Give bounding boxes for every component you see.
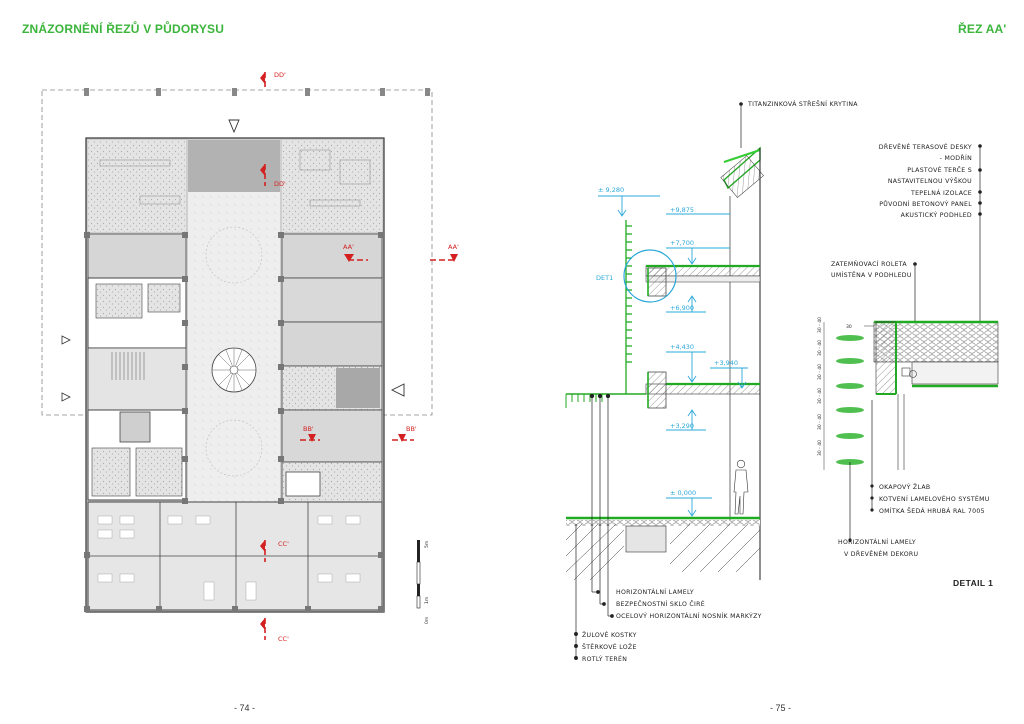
level-0000: ± 0,000	[670, 489, 696, 497]
section-mark-bb-right: BB'	[406, 425, 417, 433]
lamella-dim-6: 30 - 40	[817, 440, 823, 456]
roof-label: TITANZINKOVÁ STŘEŠNÍ KRYTINA	[747, 99, 858, 108]
right-page-title: ŘEZ AA'	[958, 22, 1007, 36]
level-6900: +6,900	[670, 304, 694, 312]
level-3940: +3,940	[714, 359, 738, 367]
section-mark-aa-left: AA'	[343, 243, 354, 251]
label-thermal-insulation: TEPELNÁ IZOLACE	[910, 188, 972, 197]
level-4430: +4,430	[670, 343, 694, 351]
label-granite-cubes: ŽULOVÉ KOSTKY	[582, 630, 637, 639]
scale-bar: 0m 1m 5m	[416, 540, 430, 624]
label-terrace-boards: DŘEVĚNÉ TERASOVÉ DESKY	[879, 142, 972, 151]
floor-plan: DD' DD' AA' AA' BB' BB' CC' CC' 0m 1m 5m	[41, 71, 459, 643]
lamella-dim-2: 30 - 40	[817, 340, 823, 356]
label-lamella-anchoring: KOTVENÍ LAMELOVÉHO SYSTÉMU	[879, 494, 990, 503]
label-blind: ZATEMŇOVACÍ ROLETA	[831, 259, 907, 268]
section-drawing: TITANZINKOVÁ STŘEŠNÍ KRYTINA	[565, 99, 999, 663]
label-gutter: OKAPOVÝ ŽLAB	[879, 482, 930, 491]
section-mark-dd-mid: DD'	[274, 180, 286, 188]
section-mark-cc-bottom: CC'	[278, 635, 289, 643]
lamella-dim-1: 30 - 40	[817, 317, 823, 333]
scale-label-5m: 5m	[424, 541, 430, 548]
lamella-dim-5: 30 - 40	[817, 414, 823, 430]
label-render-ral: OMÍTKA ŠEDÁ HRUBÁ RAL 7005	[879, 506, 985, 515]
level-9875: +9,875	[670, 206, 694, 214]
label-plastic-pads: PLASTOVÉ TERČE S	[907, 165, 972, 174]
label-safety-glass: BEZPEČNOSTNÍ SKLO ČIRÉ	[616, 599, 705, 608]
label-blind-location: UMÍSTĚNA V PODHLEDU	[831, 270, 912, 279]
level-9280: ± 9,280	[598, 186, 624, 194]
label-lamellas-wood: HORIZONTÁLNÍ LAMELY	[838, 537, 916, 546]
section-mark-bb-left: BB'	[303, 425, 314, 433]
label-horizontal-lamellas: HORIZONTÁLNÍ LAMELY	[616, 587, 694, 596]
label-larch: - MODŘÍN	[940, 153, 972, 162]
label-wood-decor: V DŘEVĚNÉM DEKORU	[844, 549, 918, 558]
det1-tag: DET1	[596, 274, 613, 282]
label-acoustic-ceiling: AKUSTICKÝ PODHLED	[901, 210, 972, 219]
level-7700: +7,700	[670, 239, 694, 247]
lamella-dim-3: 30 - 40	[817, 364, 823, 380]
lamella-dim-top: 30	[846, 324, 852, 330]
section-mark-dd-top: DD'	[274, 71, 286, 79]
section-mark-cc-mid: CC'	[278, 540, 289, 548]
section-mark-aa-right: AA'	[448, 243, 459, 251]
level-3290: +3,290	[670, 422, 694, 430]
left-page-number: - 74 -	[234, 703, 256, 713]
label-original-panel: PŮVODNÍ BETONOVÝ PANEL	[879, 199, 972, 208]
label-terrain: ROTLÝ TERÉN	[582, 654, 627, 663]
right-page-number: - 75 -	[770, 703, 792, 713]
detail-title: DETAIL 1	[953, 578, 994, 588]
label-gravel-bed: ŠTĚRKOVÉ LOŽE	[582, 642, 637, 651]
label-adjustable-height: NASTAVITELNOU VÝŠKOU	[888, 176, 972, 185]
scale-label-1m: 1m	[424, 597, 430, 604]
lamella-dim-4: 30 - 40	[817, 388, 823, 404]
left-page-title: ZNÁZORNĚNÍ ŘEZŮ V PŮDORYSU	[22, 22, 225, 36]
scale-label-0m: 0m	[424, 617, 430, 624]
label-steel-beam: OCELOVÝ HORIZONTÁLNÍ NOSNÍK MARKÝZY	[616, 611, 762, 620]
